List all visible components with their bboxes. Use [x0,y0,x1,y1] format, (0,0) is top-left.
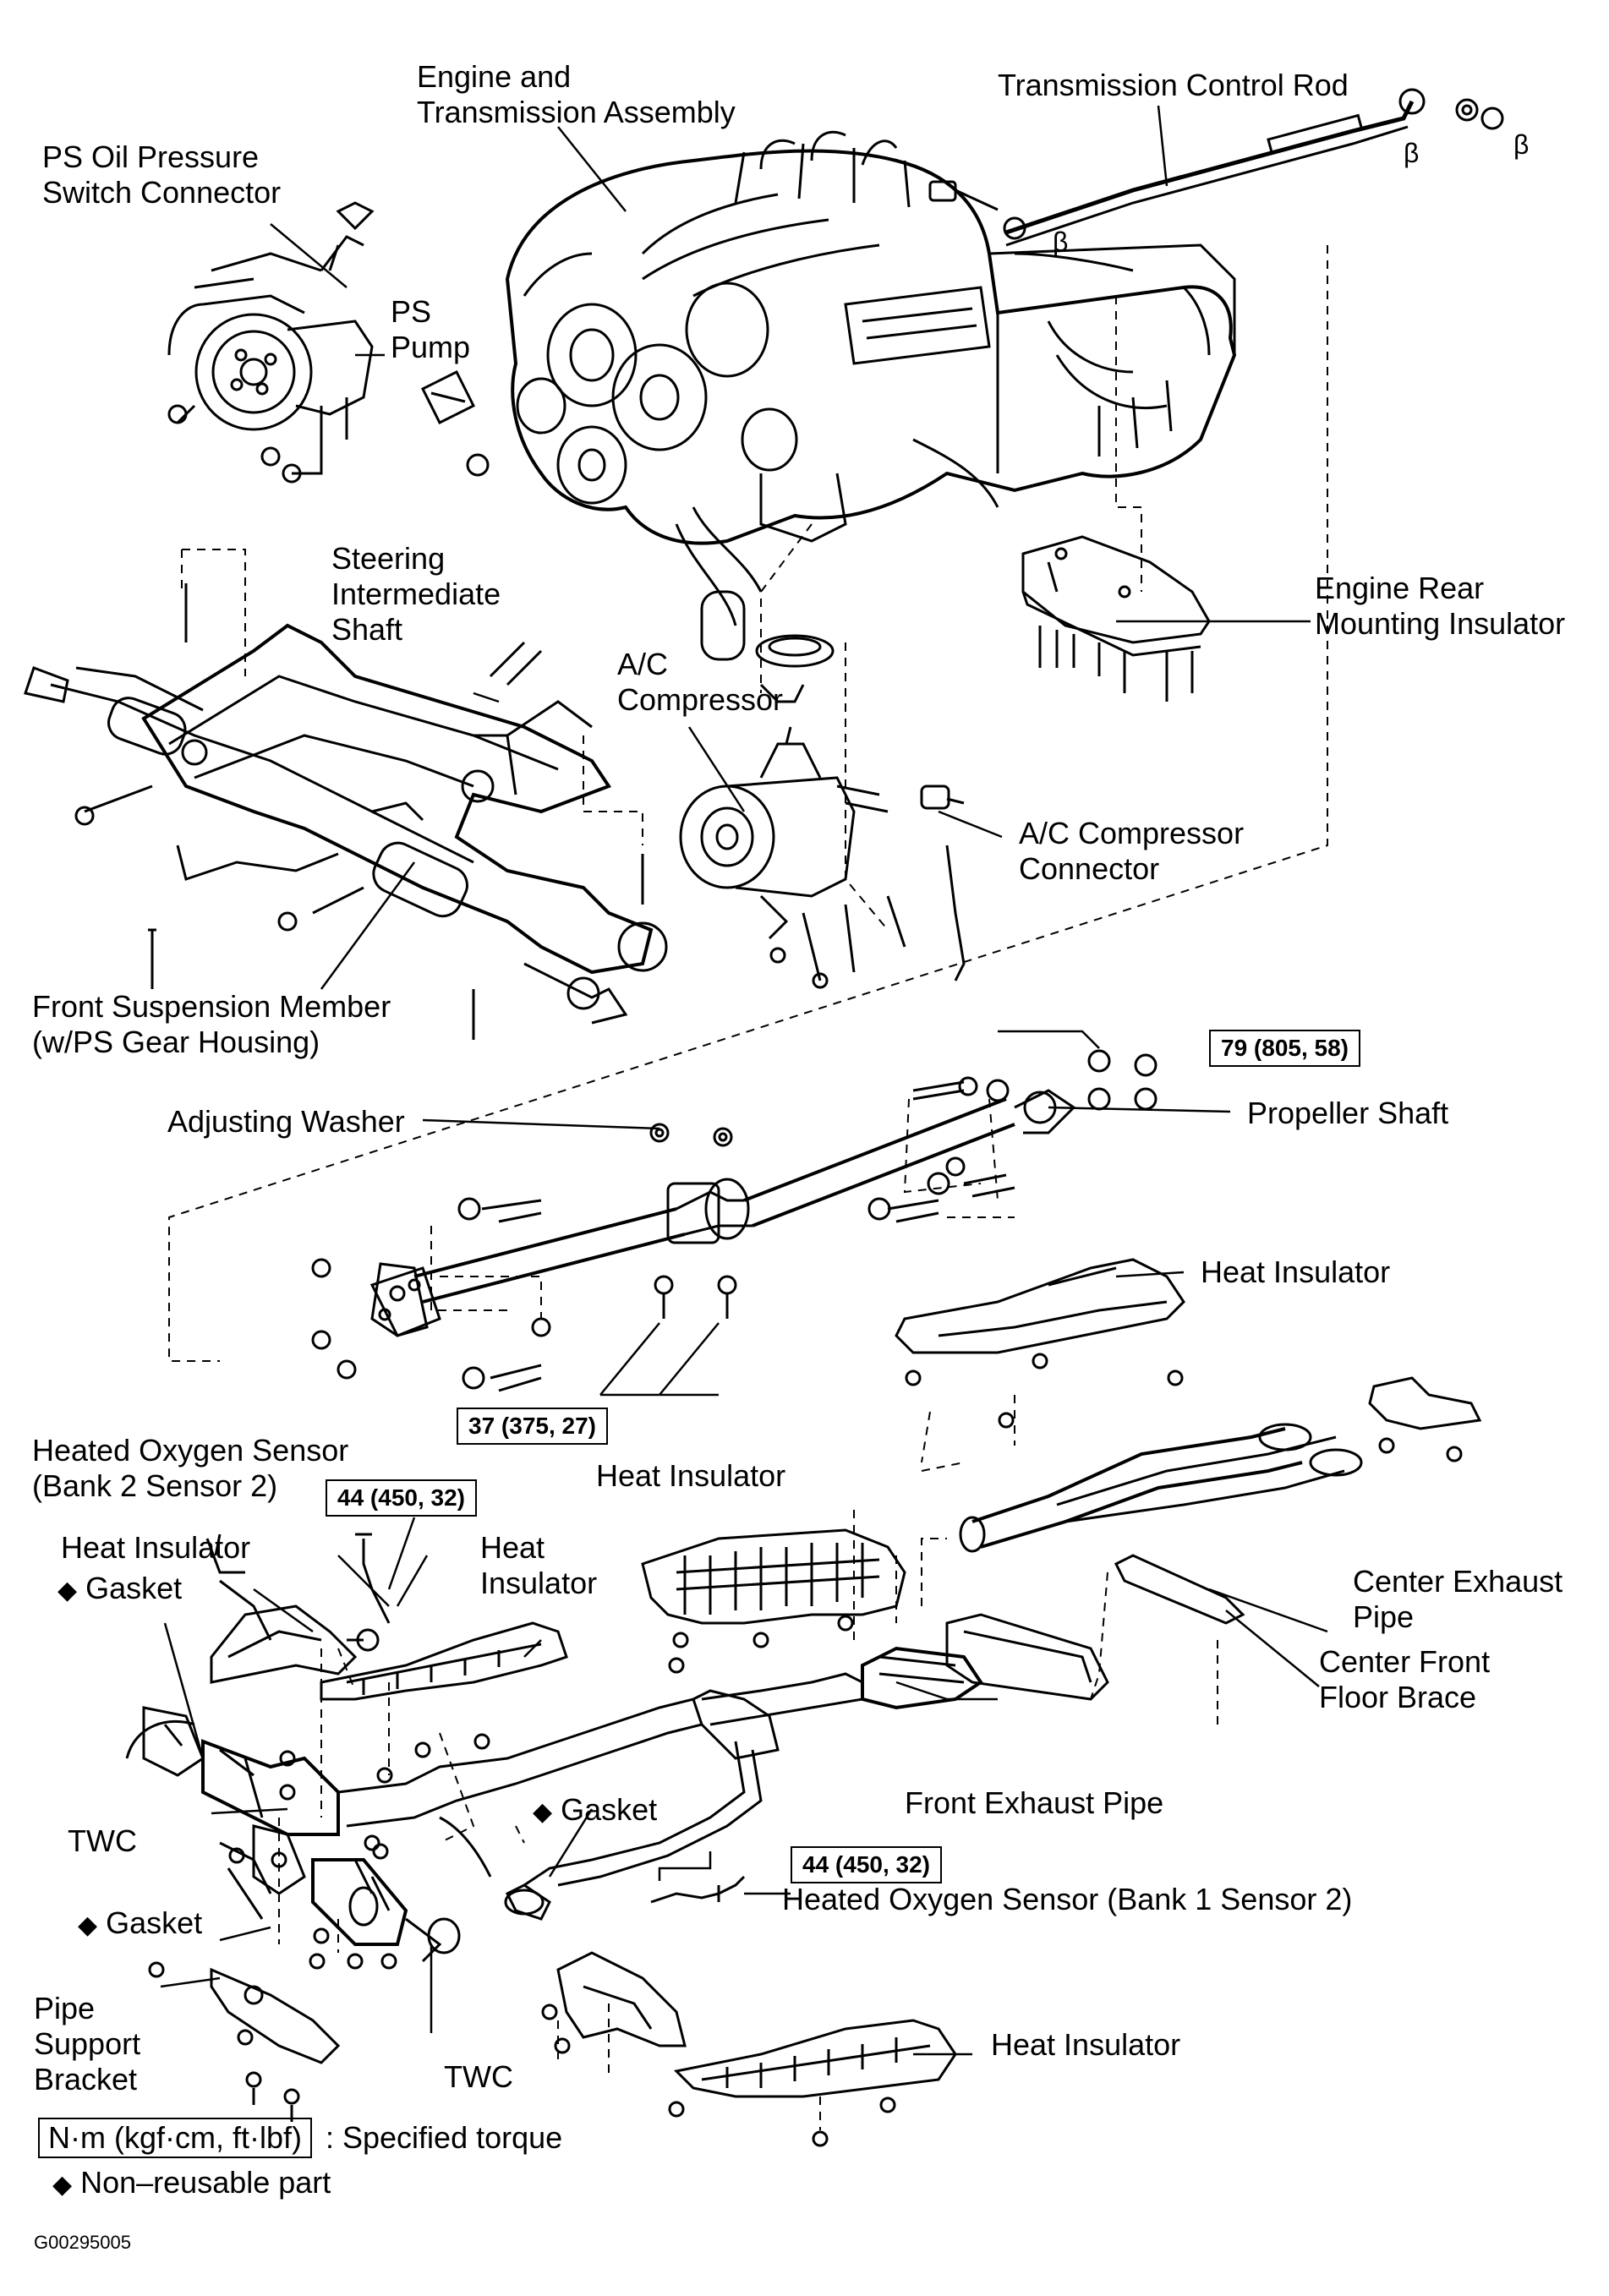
heat-insulator-left-drawing [210,1604,568,1701]
legend-unit-box: N·m (kgf·cm, ft·lbf) [38,2118,312,2158]
engine-rear-mount-drawing [1021,535,1211,702]
center-exhaust-pipe-drawing [945,1423,1363,1701]
label-beta-3: β [1053,227,1069,257]
transmission-control-rod-drawing [928,88,1504,247]
front-suspension-drawing [24,583,668,1040]
label-heated-oxygen-bank1: Heated Oxygen Sensor (Bank 1 Sensor 2) [782,1882,1353,1916]
engine-assembly-drawing [505,130,1237,661]
label-transmission-control-rod: Transmission Control Rod [998,68,1349,102]
label-adjusting-washer: Adjusting Washer [167,1104,405,1139]
label-beta-1: β [1404,138,1420,168]
label-heated-oxygen-bank2: Heated Oxygen Sensor(Bank 2 Sensor 2) [32,1433,349,1503]
label-front-exhaust-pipe: Front Exhaust Pipe [905,1785,1164,1820]
label-heat-insulator-3: Heat Insulator [61,1530,251,1565]
diamond-icon: ◆ [78,1911,98,1939]
label-heat-insulator-2: Heat Insulator [596,1458,786,1493]
legend-nonreusable: ◆ Non–reusable part [52,2165,331,2200]
label-twc-2: TWC [444,2059,513,2094]
front-exhaust-drawing [125,1533,983,2122]
diamond-icon: ◆ [52,2171,73,2199]
diamond-icon: ◆ [533,1798,553,1826]
heat-insulator-upper-drawing [895,1258,1482,1462]
torque-79: 79 (805, 58) [1209,1030,1360,1067]
label-propeller-shaft: Propeller Shaft [1247,1096,1449,1130]
label-twc-1: TWC [68,1823,137,1858]
legend-unit-desc: : Specified torque [326,2120,563,2155]
dashed-guides [168,245,1328,2130]
label-front-suspension: Front Suspension Member(w/PS Gear Housin… [32,989,391,1059]
torque-44-a: 44 (450, 32) [326,1479,477,1517]
torque-37: 37 (375, 27) [457,1408,608,1445]
label-beta-2: β [1513,129,1530,160]
label-gasket-2: ◆ Gasket [533,1792,658,1827]
label-gasket-1: ◆ Gasket [57,1571,183,1605]
label-heat-insulator-5: Heat Insulator [991,2027,1181,2062]
label-heat-insulator-1: Heat Insulator [1201,1255,1391,1289]
propeller-shaft-drawing [311,1049,1157,1392]
ac-compressor-drawing [420,369,966,989]
figure-code: G00295005 [34,2232,131,2253]
diamond-icon: ◆ [57,1577,78,1604]
label-gasket-3: ◆ Gasket [78,1905,203,1940]
heat-insulator-bottom-drawing [541,1951,957,2147]
heat-insulator-center-drawing [641,1528,906,1674]
torque-44-b: 44 (450, 32) [791,1846,942,1883]
leader-lines [160,105,1328,2056]
ps-pump-drawing [167,201,375,484]
